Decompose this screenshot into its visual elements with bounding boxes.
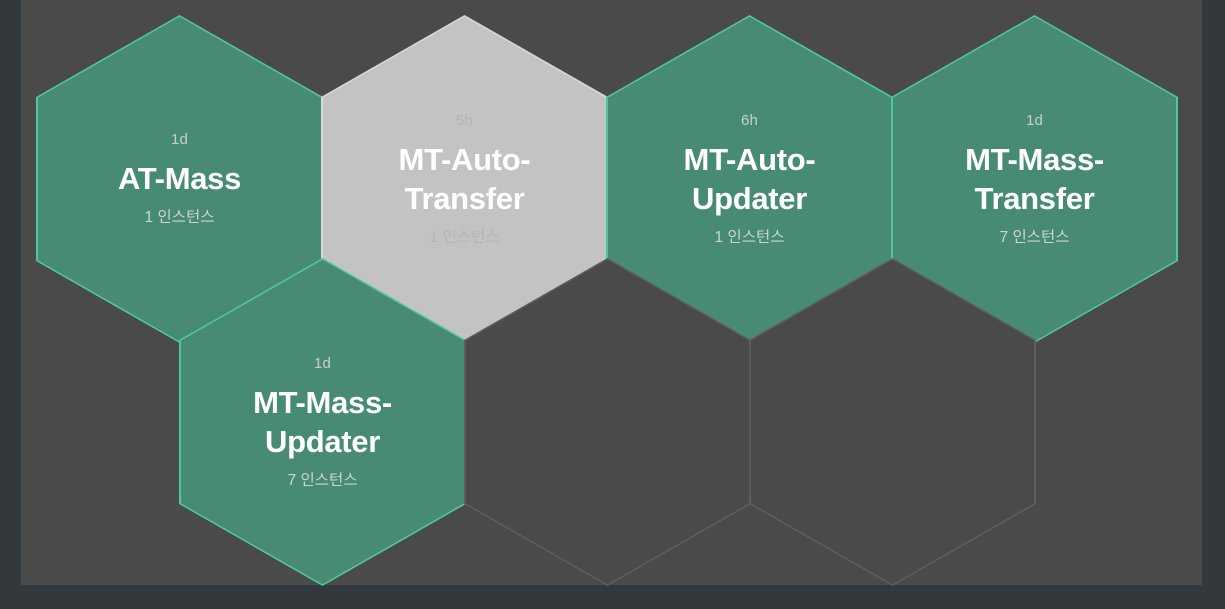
hexagon-age-label: 1d — [313, 355, 332, 372]
hexagon-title: MT-Auto-Transfer — [398, 142, 531, 216]
hexagon-age-label: 5h — [455, 112, 474, 129]
hexagon-title: AT-Mass — [117, 161, 242, 197]
hexagon-instance-count: 1 인스턴스 — [144, 209, 215, 227]
hexagon-age-label: 1d — [170, 131, 189, 149]
hexagon-title: MT-Mass-Updater — [253, 385, 392, 459]
hexagon-fill — [465, 259, 750, 585]
hexagon-instance-count: 7 인스턴스 — [287, 471, 358, 489]
hexagon-instance-count: 7 인스턴스 — [999, 228, 1070, 246]
hexagon-title: MT-Mass-Transfer — [965, 142, 1104, 216]
hexagon-age-label: 1d — [1025, 112, 1044, 129]
hexagon-fill — [750, 259, 1035, 585]
hexagon-title: MT-Auto-Updater — [683, 142, 816, 216]
hexagon-instance-count: 1 인스턴스 — [429, 228, 500, 246]
hexagon-instance-count: 1 인스턴스 — [714, 228, 785, 246]
hexagon-age-label: 6h — [740, 112, 759, 129]
